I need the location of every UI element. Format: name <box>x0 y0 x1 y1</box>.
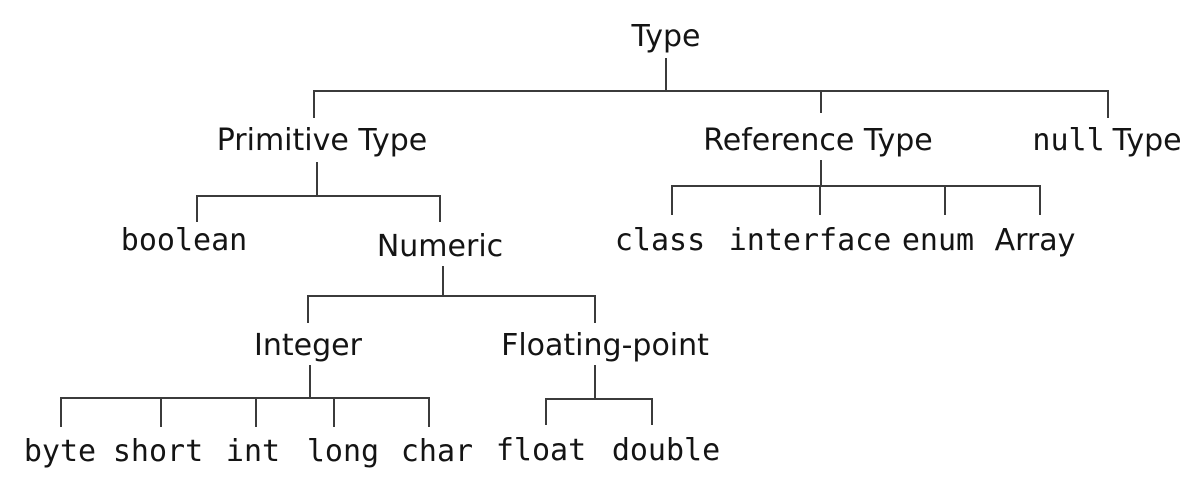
node-enum: enum <box>901 223 975 258</box>
connector-drop-int <box>255 397 257 427</box>
connector-drop-integer <box>307 295 309 323</box>
node-array: Array <box>994 223 1076 258</box>
connector-primitive-stub <box>316 162 318 196</box>
connector-type-stub <box>665 58 667 91</box>
connector-drop-float <box>545 398 547 425</box>
node-short: short <box>112 434 204 469</box>
connector-numeric-stub <box>442 266 444 297</box>
node-numeric: Numeric <box>376 229 504 264</box>
connector-drop-char <box>428 397 430 427</box>
connector-drop-reference-type <box>820 90 822 113</box>
node-primitive-type: Primitive Type <box>216 123 428 158</box>
connector-drop-enum <box>944 185 946 215</box>
connector-drop-array <box>1039 185 1041 215</box>
node-floating-point: Floating-point <box>501 328 709 363</box>
connector-numeric-children-bar <box>307 295 596 297</box>
node-reference-type: Reference Type <box>703 123 933 158</box>
node-null-type-suffix: Type <box>1112 123 1182 158</box>
connector-reference-stub <box>820 160 822 186</box>
connector-floating-stub <box>594 365 596 399</box>
connector-drop-numeric <box>439 195 441 222</box>
node-null-type-keyword: null <box>1032 123 1105 158</box>
node-double: double <box>611 433 721 468</box>
node-char: char <box>400 434 474 469</box>
connector-reference-children-bar <box>671 185 1041 187</box>
connector-drop-interface <box>819 185 821 215</box>
node-integer: Integer <box>254 328 362 363</box>
node-interface: interface <box>728 223 892 258</box>
node-int: int <box>225 434 281 469</box>
node-byte: byte <box>23 434 97 469</box>
connector-drop-boolean <box>196 195 198 222</box>
connector-drop-class <box>671 185 673 215</box>
node-boolean: boolean <box>120 223 248 258</box>
node-float: float <box>495 433 587 468</box>
connector-drop-floating-point <box>594 295 596 323</box>
connector-drop-byte <box>60 397 62 427</box>
connector-drop-short <box>160 397 162 427</box>
node-type: Type <box>631 19 701 54</box>
connector-integer-children-bar <box>60 397 430 399</box>
connector-primitive-children-bar <box>196 195 441 197</box>
connector-drop-null-type <box>1107 90 1109 118</box>
connector-drop-double <box>651 398 653 425</box>
connector-integer-stub <box>309 365 311 398</box>
node-null-type: null Type <box>1032 124 1181 157</box>
connector-floating-children-bar <box>545 398 653 400</box>
node-class: class <box>614 223 706 258</box>
connector-drop-long <box>333 397 335 427</box>
node-long: long <box>306 434 380 469</box>
connector-type-children-bar <box>313 90 1109 92</box>
connector-drop-primitive-type <box>313 90 315 118</box>
